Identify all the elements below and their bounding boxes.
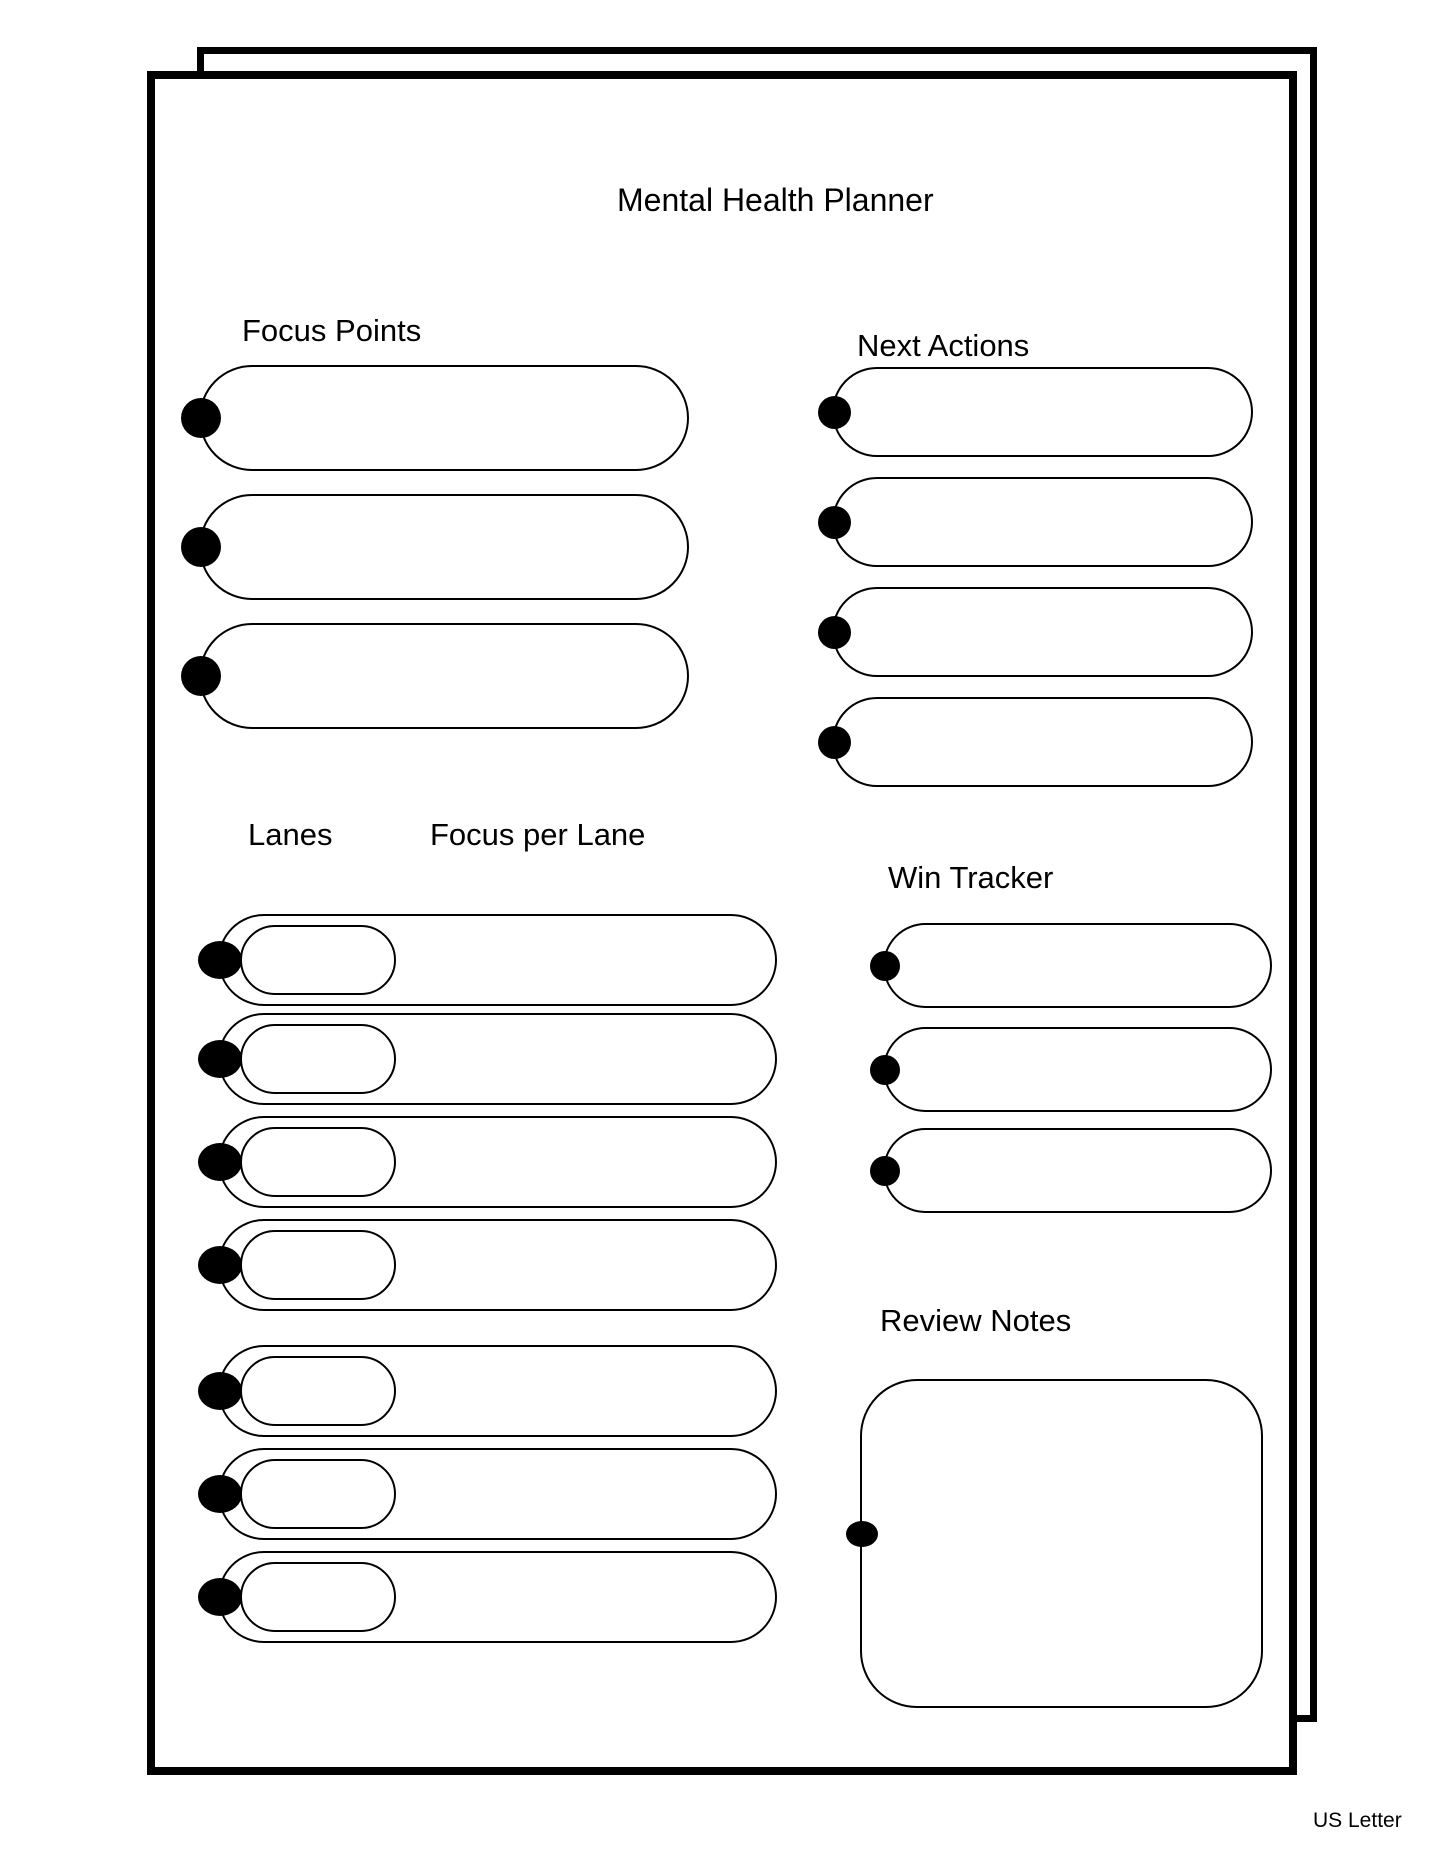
section-label-review-notes: Review Notes [880, 1303, 1072, 1338]
section-label-next-actions: Next Actions [857, 328, 1030, 363]
section-label-focus-points: Focus Points [242, 313, 422, 348]
page-title: Mental Health Planner [617, 182, 934, 218]
page-size-label: US Letter [1313, 1809, 1402, 1832]
section-label-lanes: Lanes [248, 817, 333, 852]
section-label-win-tracker: Win Tracker [888, 860, 1054, 895]
review-notes-box [846, 1379, 1263, 1708]
section-label-focus-per-lane: Focus per Lane [430, 817, 646, 852]
bullet-dot [846, 1521, 878, 1547]
